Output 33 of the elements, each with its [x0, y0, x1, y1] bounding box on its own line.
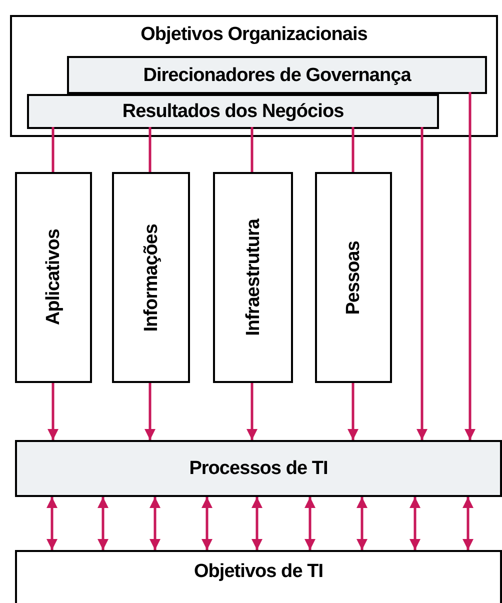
- vertical-box: [112, 172, 190, 383]
- connector-arrow: [150, 497, 160, 550]
- node-label: Resultados dos Negócios: [122, 102, 344, 121]
- connector-arrow: [464, 92, 476, 440]
- connector-arrow: [304, 497, 316, 550]
- connector-arrow: [48, 383, 58, 440]
- node-label: Infraestrutura: [244, 219, 262, 336]
- node-label: Objetivos Organizacionais: [140, 25, 368, 44]
- connector-arrow: [410, 497, 420, 550]
- connector-arrow: [356, 497, 368, 550]
- container-box: [10, 15, 498, 137]
- connector-arrow: [462, 497, 474, 550]
- vertical-box: [15, 172, 92, 383]
- node-label: Aplicativos: [44, 229, 63, 326]
- connector-arrow: [144, 383, 156, 440]
- process-box: [15, 550, 502, 603]
- node-label: Objetivos de TI: [194, 562, 324, 581]
- connector-arrow: [252, 497, 262, 550]
- band-box: [67, 56, 487, 94]
- node-label: Direcionadores de Governança: [143, 66, 411, 84]
- node-label: Pessoas: [344, 240, 363, 314]
- node-label: Processos de TI: [189, 459, 328, 478]
- vertical-box: [315, 172, 392, 383]
- connector-arrow: [98, 497, 108, 550]
- node-label: Informações: [142, 224, 160, 332]
- connector-arrow: [348, 383, 358, 440]
- connector-arrow: [202, 497, 212, 550]
- connector-arrow: [416, 127, 428, 440]
- connector-arrow: [46, 497, 58, 550]
- connector-arrow: [246, 383, 258, 440]
- band-box: [27, 94, 439, 129]
- vertical-box: [213, 172, 293, 383]
- band-box: [15, 440, 502, 497]
